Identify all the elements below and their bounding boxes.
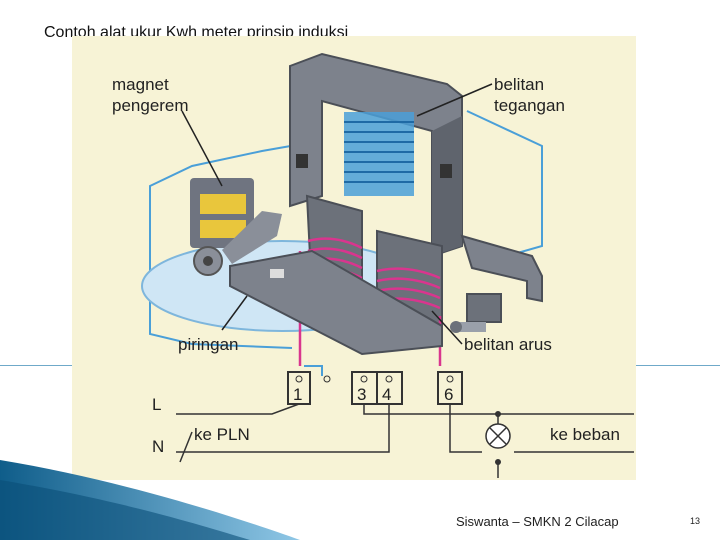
label-ke-beban: ke beban — [550, 425, 620, 444]
label-piringan: piringan — [178, 335, 239, 354]
line-N-out — [449, 404, 482, 453]
wave-shape-dark — [0, 480, 250, 540]
terminal-screw — [295, 375, 303, 383]
blue-wire-left-loop — [149, 143, 303, 226]
leader-piringan — [221, 295, 248, 331]
label-N: N — [152, 437, 164, 456]
core-hole-left — [296, 154, 308, 168]
magnet-pengerem-assembly — [190, 178, 282, 276]
magnet-pivot-hole — [203, 256, 213, 266]
label-magnet: magnet — [112, 75, 169, 94]
kwh-meter-diagram: 1 3 4 6 magnet pengerem belitan tegangan… — [112, 52, 634, 478]
terminal-screw — [360, 375, 368, 383]
adjuster-bracket — [460, 234, 543, 303]
decorative-wave — [0, 460, 300, 540]
magnet-yellow-bottom — [200, 220, 246, 238]
label-belitan-arus: belitan arus — [464, 335, 552, 354]
terminal-box-6 — [437, 371, 463, 405]
adjuster-knob — [450, 321, 462, 333]
voltage-coil-body — [344, 112, 414, 196]
magnet-bracket — [222, 211, 282, 264]
lamp-cross — [489, 427, 507, 445]
terminal-label-6: 6 — [444, 385, 453, 404]
circuit-lines — [176, 403, 634, 478]
label-pengerem: pengerem — [112, 96, 189, 115]
terminal-label-4: 4 — [382, 385, 391, 404]
adjuster-block — [466, 293, 502, 323]
line-L — [176, 403, 300, 415]
magnet-yellow-top — [200, 194, 246, 214]
label-L: L — [152, 395, 161, 414]
leader-lines — [181, 83, 493, 345]
line-L-out — [363, 404, 634, 415]
ke-pln-arrow — [179, 431, 193, 463]
current-coil-turn — [307, 237, 363, 250]
adjuster-arm — [450, 234, 543, 333]
leader-belitan-arus — [431, 310, 463, 345]
terminal-block: 1 3 4 6 — [287, 371, 463, 405]
core-right-side — [432, 116, 462, 256]
line-N — [176, 404, 390, 453]
label-tegangan: tegangan — [494, 96, 565, 115]
adjuster-screw — [456, 322, 486, 332]
current-coil-turn — [376, 287, 441, 300]
leader-magnet — [181, 110, 223, 187]
current-coil-turn — [376, 267, 441, 280]
terminal-label-3: 3 — [357, 385, 366, 404]
label-belitan: belitan — [494, 75, 544, 94]
core-hole-right — [440, 164, 452, 178]
page-number: 13 — [690, 516, 701, 526]
current-coil-turn — [307, 247, 363, 260]
leader-belitan-tegangan — [416, 83, 493, 117]
belitan-tegangan-coil — [344, 112, 414, 196]
junction-dot — [495, 459, 501, 465]
terminal-screw — [385, 375, 393, 383]
blue-wire-term1 — [304, 365, 323, 376]
base-slot — [270, 269, 284, 278]
terminal-screw — [323, 375, 331, 383]
current-coil-turn — [376, 277, 441, 290]
terminal-screw — [446, 375, 454, 383]
terminal-label-1: 1 — [293, 385, 302, 404]
slide-footer: Siswanta – SMKN 2 Cilacap — [456, 514, 619, 529]
label-ke-pln: ke PLN — [194, 425, 250, 444]
junction-dot — [495, 411, 501, 417]
